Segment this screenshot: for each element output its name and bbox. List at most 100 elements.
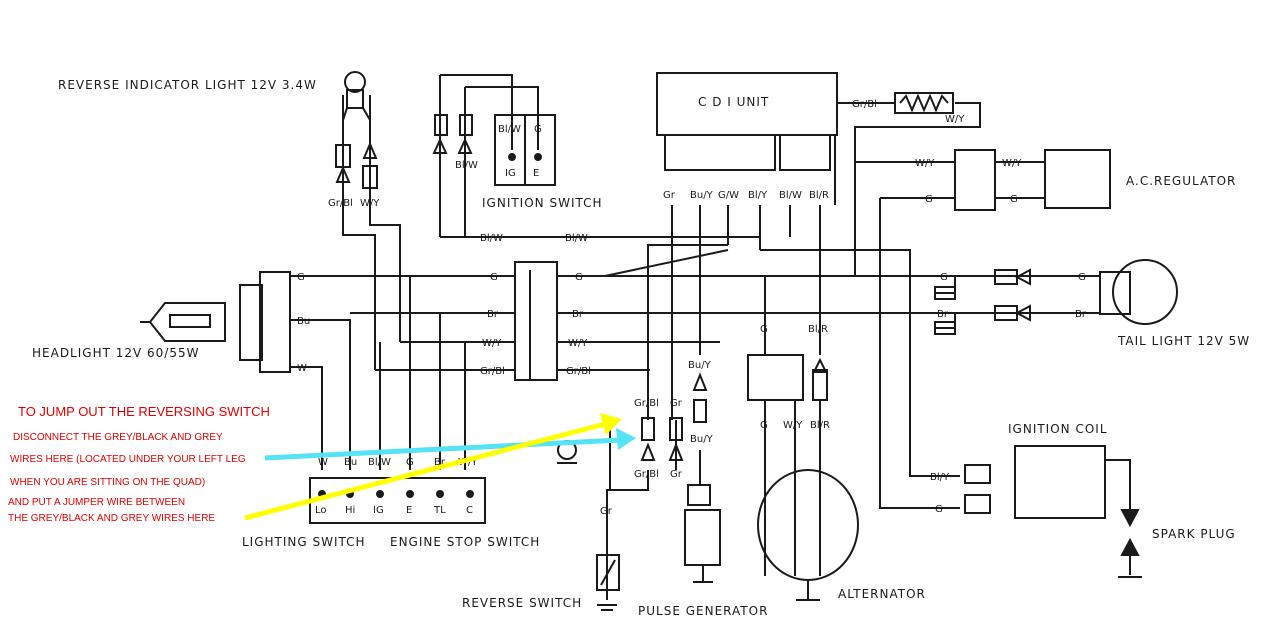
harness-left-4: Gr/Bl [480, 366, 505, 377]
blw-mid-2: Bl/W [565, 233, 588, 244]
reverse-switch-label: REVERSE SWITCH [462, 596, 583, 610]
pulse-wire-2: Bu/Y [690, 434, 714, 445]
wire-w-headlight [290, 366, 323, 470]
spark-plug-label: SPARK PLUG [1152, 527, 1236, 541]
alt-wire-2: Bl/R [808, 324, 828, 335]
switch-wire-3: Bl/W [368, 457, 391, 468]
headlight-wire-1: G [297, 272, 305, 283]
ign-wire-1: Bl/W [498, 124, 521, 135]
headlight [140, 271, 291, 373]
ac-regulator-box [954, 149, 1111, 211]
resistor [894, 92, 954, 114]
switch-term-6: C [466, 505, 473, 516]
tail-light-label: TAIL LIGHT 12V 5W [1118, 334, 1251, 348]
switch-wire-5: Br [434, 457, 446, 468]
reverse-switch-connector [557, 417, 684, 464]
note-line-6: THE GREY/BLACK AND GREY WIRES HERE [8, 513, 216, 524]
switch-term-1: Lo [315, 505, 327, 516]
cdi-pin-4: Bl/Y [748, 190, 768, 201]
switch-term-5: TL [433, 505, 446, 516]
tail-wire-4: Br [1075, 309, 1087, 320]
cdi-unit-label: C D I UNIT [698, 95, 770, 109]
cdi-pin-5: Bl/W [779, 190, 802, 201]
tail-light [934, 259, 1178, 335]
note-line-3: WIRES HERE (LOCATED UNDER YOUR LEFT LEG [10, 454, 246, 465]
headlight-label: HEADLIGHT 12V 60/55W [32, 346, 200, 360]
yellow-arrow [244, 421, 606, 521]
switch-wire-6: W/Y [458, 457, 478, 468]
harness-left-1: G [490, 272, 498, 283]
cyan-arrow [264, 437, 621, 461]
reverse-wire-5: Gr [600, 506, 613, 517]
headlight-wire-3: W [297, 363, 307, 374]
cdi-pin-2: Bu/Y [690, 190, 714, 201]
cyan-arrowhead [616, 428, 636, 450]
main-connector [514, 261, 558, 381]
indicator-wire-1: Gr/Bl [328, 198, 353, 209]
wire-indicator-right [369, 95, 401, 342]
ign-side-wire: Bl/W [455, 160, 478, 171]
ign-term-1: IG [505, 168, 516, 179]
alt-wire-3: G [760, 420, 768, 431]
alternator [747, 354, 859, 601]
harness-right-4: Gr/Bl [566, 366, 591, 377]
reverse-wire-2: Gr [670, 398, 683, 409]
reverse-indicator-bulb [335, 71, 378, 189]
engine-stop-switch-label: ENGINE STOP SWITCH [390, 535, 541, 549]
wire-labels: Gr Bu/Y G/W Bl/Y Bl/W Bl/R Bl/W G IG E B… [297, 99, 1087, 517]
coil-wire-2: G [935, 504, 943, 515]
alt-wire-1: G [760, 324, 768, 335]
annotation-arrows [244, 413, 636, 521]
note-line-2: DISCONNECT THE GREY/BLACK AND GREY [13, 432, 223, 443]
lighting-switch-box [309, 477, 486, 524]
pulse-wire-1: Bu/Y [688, 360, 712, 371]
coil-wire-1: Bl/Y [930, 472, 950, 483]
harness-right-3: W/Y [568, 338, 588, 349]
tail-wire-1: G [940, 272, 948, 283]
ignition-switch [432, 114, 556, 186]
cdi-pin-1: Gr [663, 190, 676, 201]
blw-mid-1: Bl/W [480, 233, 503, 244]
note-line-4: WHEN YOU ARE SITTING ON THE QUAD) [10, 477, 206, 488]
note-line-5: AND PUT A JUMPER WIRE BETWEEN [8, 497, 186, 508]
cdi-pin-3: G/W [718, 190, 739, 201]
reg-wire-3: G [925, 194, 933, 205]
resistor-wire-2: W/Y [945, 114, 965, 125]
switch-term-4: E [406, 505, 412, 516]
alt-wire-4: W/Y [783, 420, 803, 431]
pulse-generator-label: PULSE GENERATOR [638, 604, 769, 618]
cdi-pin-6: Bl/R [809, 190, 829, 201]
reverse-wire-3: Gr/Bl [634, 469, 659, 480]
headlight-wire-2: Bu [297, 316, 310, 327]
reverse-indicator-label: REVERSE INDICATOR LIGHT 12V 3.4W [58, 78, 317, 92]
resistor-wire-1: Gr/Bl [852, 99, 877, 110]
ignition-switch-label: IGNITION SWITCH [482, 196, 603, 210]
reverse-wire-4: Gr [670, 469, 683, 480]
tail-wire-2: G [1078, 272, 1086, 283]
switch-wire-1: W [318, 457, 328, 468]
switch-wire-2: Bu [344, 457, 357, 468]
lighting-switch-label: LIGHTING SWITCH [242, 535, 366, 549]
cdi-unit-box [656, 72, 838, 171]
reg-wire-4: G [1010, 194, 1018, 205]
reg-wire-1: W/Y [915, 158, 935, 169]
reverse-wire-1: Gr/Bl [634, 398, 659, 409]
wire-bu-headlight [290, 319, 351, 470]
switch-term-3: IG [373, 505, 384, 516]
switch-wire-4: G [406, 457, 414, 468]
harness-right-2: Br [572, 309, 584, 320]
yellow-arrowhead [600, 413, 622, 435]
ac-regulator-label: A.C.REGULATOR [1126, 174, 1237, 188]
ign-term-2: E [533, 168, 539, 179]
pulse-generator [684, 372, 721, 583]
harness-left-2: Br [487, 309, 499, 320]
wire-indicator-left [342, 95, 376, 370]
alternator-label: ALTERNATOR [838, 587, 926, 601]
note-line-1: TO JUMP OUT THE REVERSING SWITCH [18, 404, 270, 419]
tail-wire-3: Br [937, 309, 949, 320]
reverse-switch [596, 554, 620, 611]
harness-right-1: G [575, 272, 583, 283]
ign-wire-2: G [534, 124, 542, 135]
reg-wire-2: W/Y [1002, 158, 1022, 169]
